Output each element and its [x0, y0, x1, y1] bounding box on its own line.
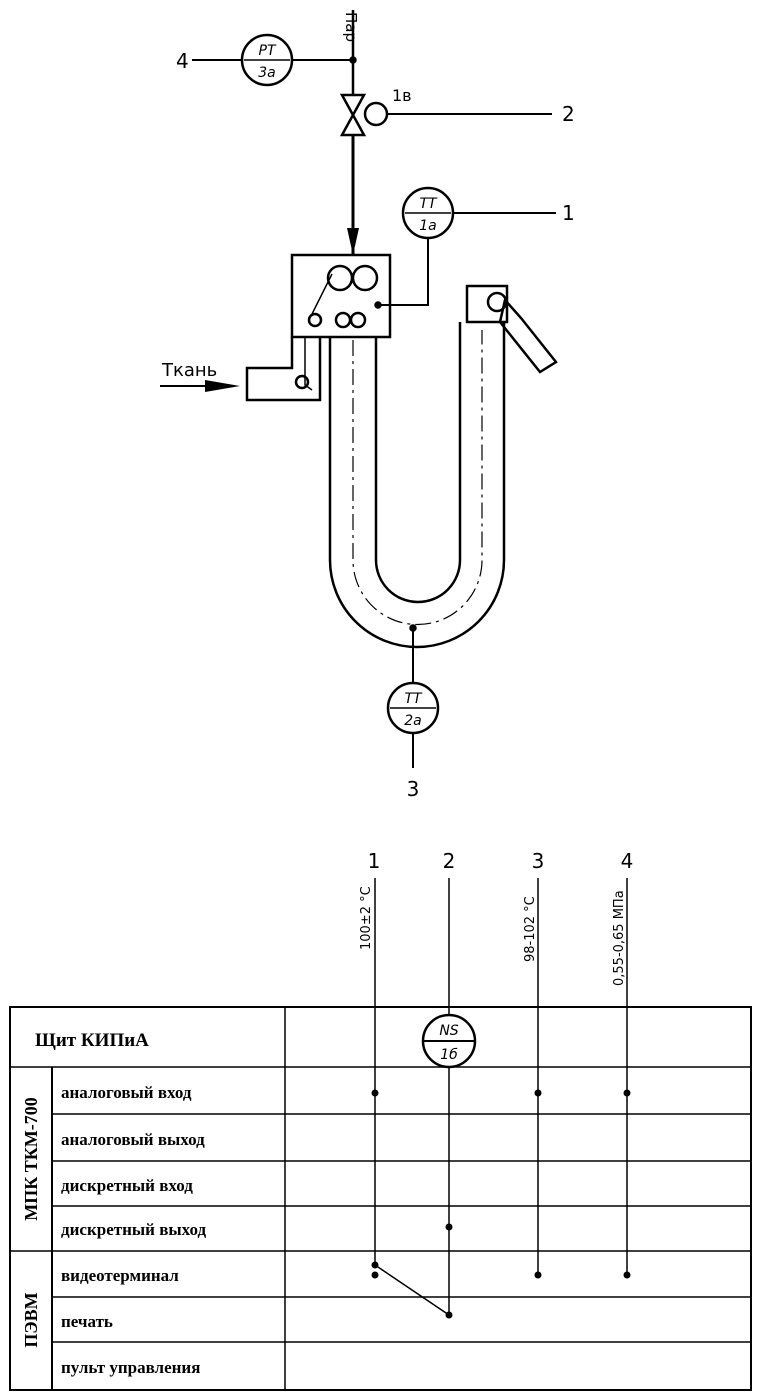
- u-tube-outer: [328, 322, 506, 649]
- connection-dot: [445, 1223, 453, 1231]
- pt-3a-instrument: [240, 33, 294, 87]
- group-mpk: МПК ТКМ-700: [21, 1097, 41, 1221]
- row-analog-input: аналоговый вход: [61, 1083, 192, 1102]
- tt-1a-connection: [378, 238, 429, 306]
- exit-chute: [498, 297, 558, 374]
- fabric-arrow-head: [205, 380, 240, 392]
- print-to-console-link: [374, 1264, 450, 1316]
- panel-title: Щит КИПиА: [35, 1030, 149, 1051]
- row-control-console: пульт управления: [61, 1358, 200, 1377]
- ns-1b-top: NS: [439, 1023, 458, 1039]
- row-discrete-input: дискретный вход: [61, 1176, 193, 1195]
- fabric-inlet: [245, 337, 322, 402]
- column-3-number: 3: [532, 849, 545, 873]
- steam-arrow: [347, 228, 359, 255]
- connection-dot: [534, 1089, 542, 1097]
- line-3-number: 3: [407, 777, 420, 801]
- line-4-number: 4: [176, 49, 189, 73]
- tt-1a-bottom: 1a: [419, 218, 437, 234]
- column-2-number: 2: [443, 849, 456, 873]
- roller: [334, 311, 352, 329]
- tt-1a-top: TT: [419, 196, 438, 212]
- process-scheme: [160, 10, 558, 768]
- row-video-terminal: видеотерминал: [61, 1266, 179, 1285]
- connection-dot: [445, 1311, 453, 1319]
- connection-dot: [371, 1089, 379, 1097]
- connection-dot: [623, 1271, 631, 1279]
- row-analog-output: аналоговый выход: [61, 1130, 205, 1149]
- steam-label: Пар: [342, 12, 360, 42]
- roller: [326, 264, 354, 292]
- row-print: печать: [61, 1312, 113, 1331]
- valve-actuator: [363, 101, 389, 127]
- tt-1a-sensor-point: [374, 301, 382, 309]
- pt-3a-top: PT: [259, 43, 277, 59]
- roller: [351, 264, 379, 292]
- panel-table: [9, 1006, 752, 1391]
- steamer-box: [290, 253, 392, 339]
- valve-bottom: [339, 112, 367, 137]
- roller: [307, 312, 323, 328]
- u-tube-inner: [374, 322, 462, 604]
- range-line-1: 100±2 °С: [359, 886, 374, 950]
- roller: [349, 311, 367, 329]
- ns-1b-bottom: 1б: [440, 1047, 458, 1063]
- column-4-number: 4: [621, 849, 634, 873]
- fabric-inlet-inner: [304, 337, 313, 391]
- row-discrete-output: дискретный выход: [61, 1220, 207, 1239]
- group-pevm: ПЭВМ: [21, 1292, 41, 1347]
- fabric-label: Ткань: [161, 360, 217, 381]
- connection-dot: [371, 1271, 379, 1279]
- connection-dot: [623, 1089, 631, 1097]
- tt-2a-top: TT: [404, 691, 423, 707]
- connection-dot: [371, 1261, 379, 1269]
- line-1-number: 1: [562, 201, 575, 225]
- valve-tag: 1в: [392, 86, 412, 105]
- connection-dot: [534, 1271, 542, 1279]
- line-2-number: 2: [562, 102, 575, 126]
- range-line-4: 0,55-0,65 МПа: [612, 890, 627, 986]
- tt-2a-bottom: 2a: [404, 713, 422, 729]
- fabric-centerline: [352, 330, 483, 626]
- range-line-3: 98-102 °С: [523, 896, 538, 962]
- fabric-path: [311, 273, 333, 315]
- column-1-number: 1: [368, 849, 381, 873]
- inlet-roller: [294, 374, 310, 390]
- valve-top: [339, 93, 367, 118]
- pt-3a-bottom: 3a: [258, 65, 276, 81]
